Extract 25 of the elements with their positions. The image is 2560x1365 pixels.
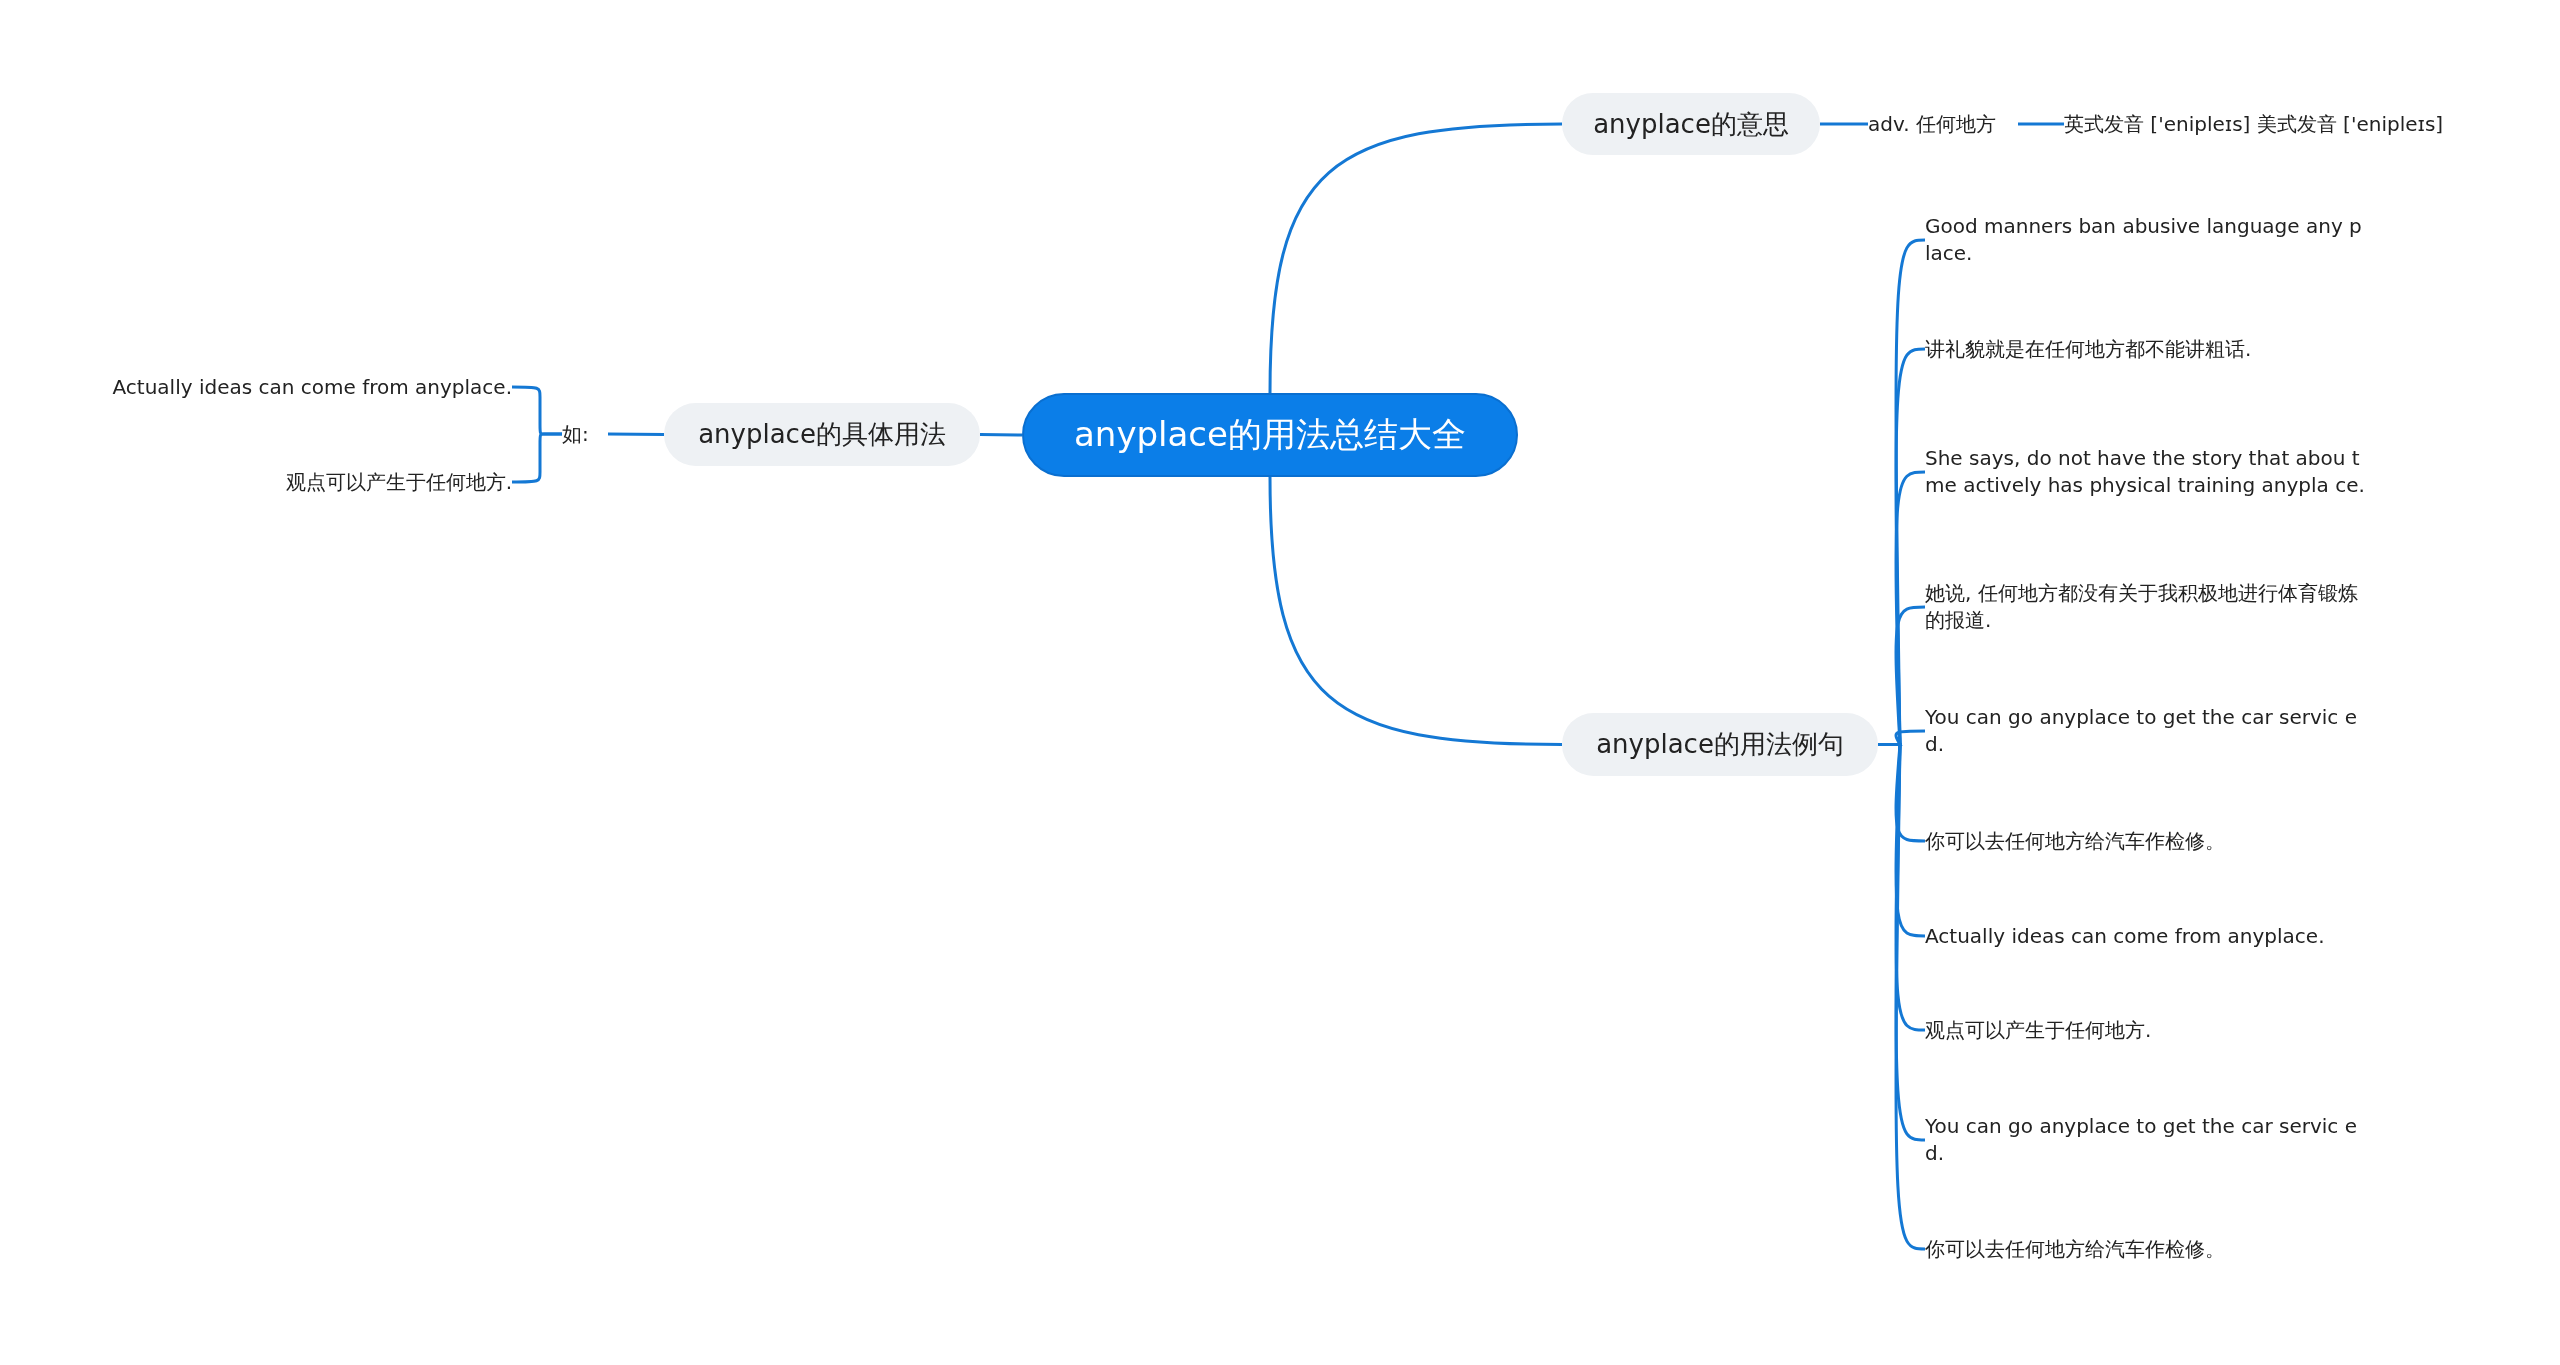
- connector-line: [1820, 122, 1868, 126]
- branch-text: adv. 任何地方: [1868, 108, 2018, 140]
- example-sentence: 你可以去任何地方给汽车作检修。: [1925, 1232, 2365, 1266]
- connector-line: [608, 432, 664, 436]
- example-sentence: Actually ideas can come from anyplace.: [60, 371, 512, 403]
- example-sentence: 讲礼貌就是在任何地方都不能讲粗话.: [1925, 332, 2365, 366]
- connector-line: [1268, 122, 1563, 394]
- branch-text: 英式发音 ['enipleɪs] 美式发音 ['enipleɪs]: [2064, 108, 2484, 140]
- connector-line: [1268, 476, 1563, 746]
- example-sentence: 你可以去任何地方给汽车作检修。: [1925, 824, 2365, 858]
- example-sentence: Good manners ban abusive language any place.: [1925, 210, 2365, 270]
- topic-box: anyplace的用法例句: [1562, 713, 1878, 776]
- example-sentence: Actually ideas can come from anyplace.: [1925, 919, 2365, 953]
- example-sentence: She says, do not have the story that abou t me actively has physical training anypla ce.: [1925, 428, 2365, 516]
- central-topic-box: anyplace的用法总结大全: [1022, 393, 1518, 477]
- topic-box: anyplace的意思: [1562, 93, 1820, 155]
- connector-line: [980, 433, 1022, 437]
- example-sentence: 观点可以产生于任何地方.: [60, 466, 512, 498]
- example-sentence: You can go anyplace to get the car servic ed.: [1925, 1110, 2365, 1170]
- example-sentence: 她说, 任何地方都没有关于我积极地进行体育锻炼的报道.: [1925, 577, 2365, 637]
- example-sentence: 观点可以产生于任何地方.: [1925, 1013, 2365, 1047]
- topic-box: anyplace的具体用法: [664, 403, 980, 466]
- connector-line: [2018, 122, 2064, 126]
- branch-text: 如:: [562, 418, 608, 450]
- example-sentence: You can go anyplace to get the car servic ed.: [1925, 701, 2365, 761]
